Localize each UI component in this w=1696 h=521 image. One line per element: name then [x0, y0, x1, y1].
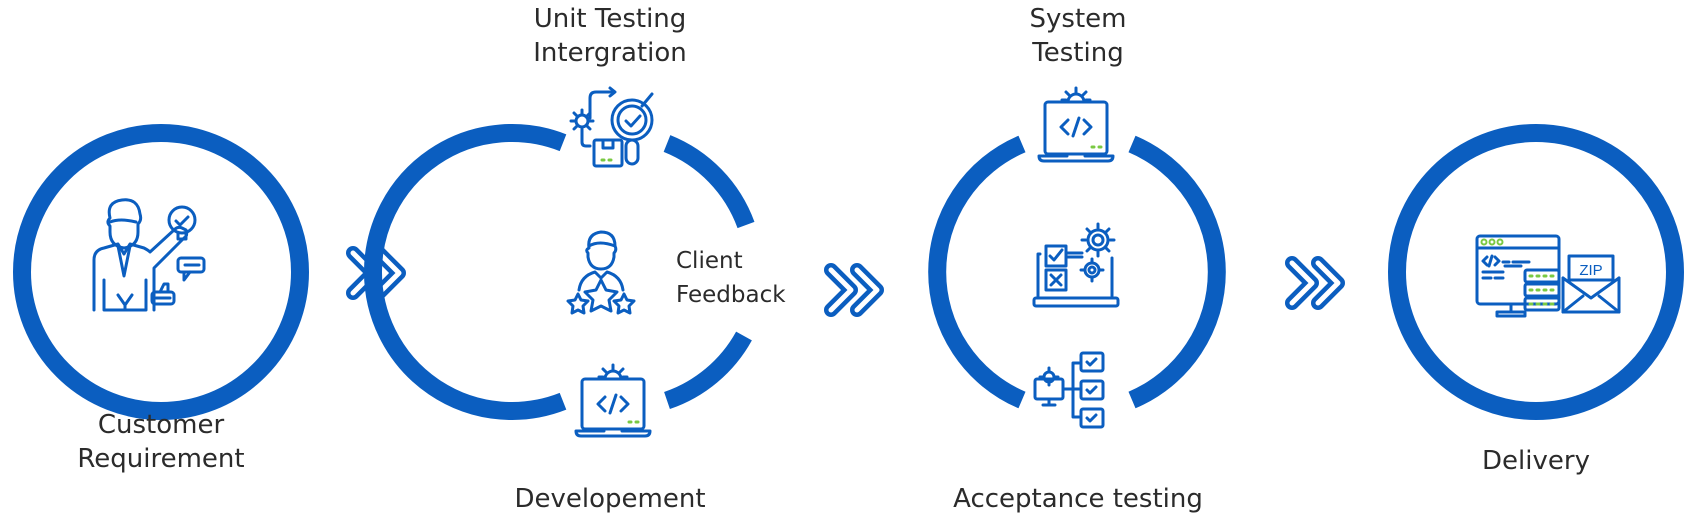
label-line: Feedback	[676, 282, 786, 308]
monitor-checklist-icon	[1033, 351, 1105, 429]
stage-label-client-feedback: Client Feedback	[676, 244, 786, 312]
ring-customer-requirement	[13, 124, 309, 420]
label-line: Unit Testing	[533, 4, 687, 34]
stage-development	[363, 86, 755, 438]
laptop-code-icon	[574, 363, 652, 438]
presenter-with-idea-icon	[92, 198, 206, 312]
label-line: Acceptance testing	[953, 484, 1203, 514]
ring-development-upper-right-arc	[663, 135, 755, 229]
stage-delivery: ZIP	[1388, 124, 1684, 420]
stage-label-development: Developement	[514, 482, 705, 516]
ring-testing-right-arc	[1128, 135, 1226, 409]
label-line: System	[1029, 4, 1127, 34]
label-line: Requirement	[77, 444, 245, 474]
client-rating-stars-icon	[566, 230, 636, 315]
ring-development-left-arc	[363, 124, 567, 420]
ring-delivery	[1388, 124, 1684, 420]
stage-label-acceptance-testing: Acceptance testing	[953, 482, 1203, 516]
ring-development-lower-right-arc	[663, 331, 752, 410]
zip-delivery-icon: ZIP	[1475, 234, 1621, 318]
stage-label-customer-requirement: Customer Requirement	[77, 408, 244, 476]
zip-text: ZIP	[1579, 262, 1602, 279]
label-line: Customer	[97, 410, 225, 440]
stage-testing	[928, 86, 1226, 429]
label-line: Client	[676, 248, 743, 274]
test-checklist-gears-icon	[1032, 222, 1120, 308]
label-line: Intergration	[533, 38, 687, 68]
label-line: Developement	[514, 484, 706, 514]
stage-label-delivery: Delivery	[1482, 444, 1590, 478]
label-line: Delivery	[1482, 446, 1590, 476]
double-chevron-icon	[824, 263, 884, 317]
stage-customer-requirement	[13, 124, 309, 420]
double-chevron-icon	[1285, 256, 1345, 310]
stage-label-system-testing: System Testing	[1030, 2, 1127, 70]
laptop-code-icon	[1037, 86, 1115, 163]
label-line: Testing	[1032, 38, 1124, 68]
ring-testing-left-arc	[928, 135, 1026, 409]
stage-label-unit-testing: Unit Testing Intergration	[533, 2, 687, 70]
unit-testing-magnifier-icon	[569, 86, 654, 168]
